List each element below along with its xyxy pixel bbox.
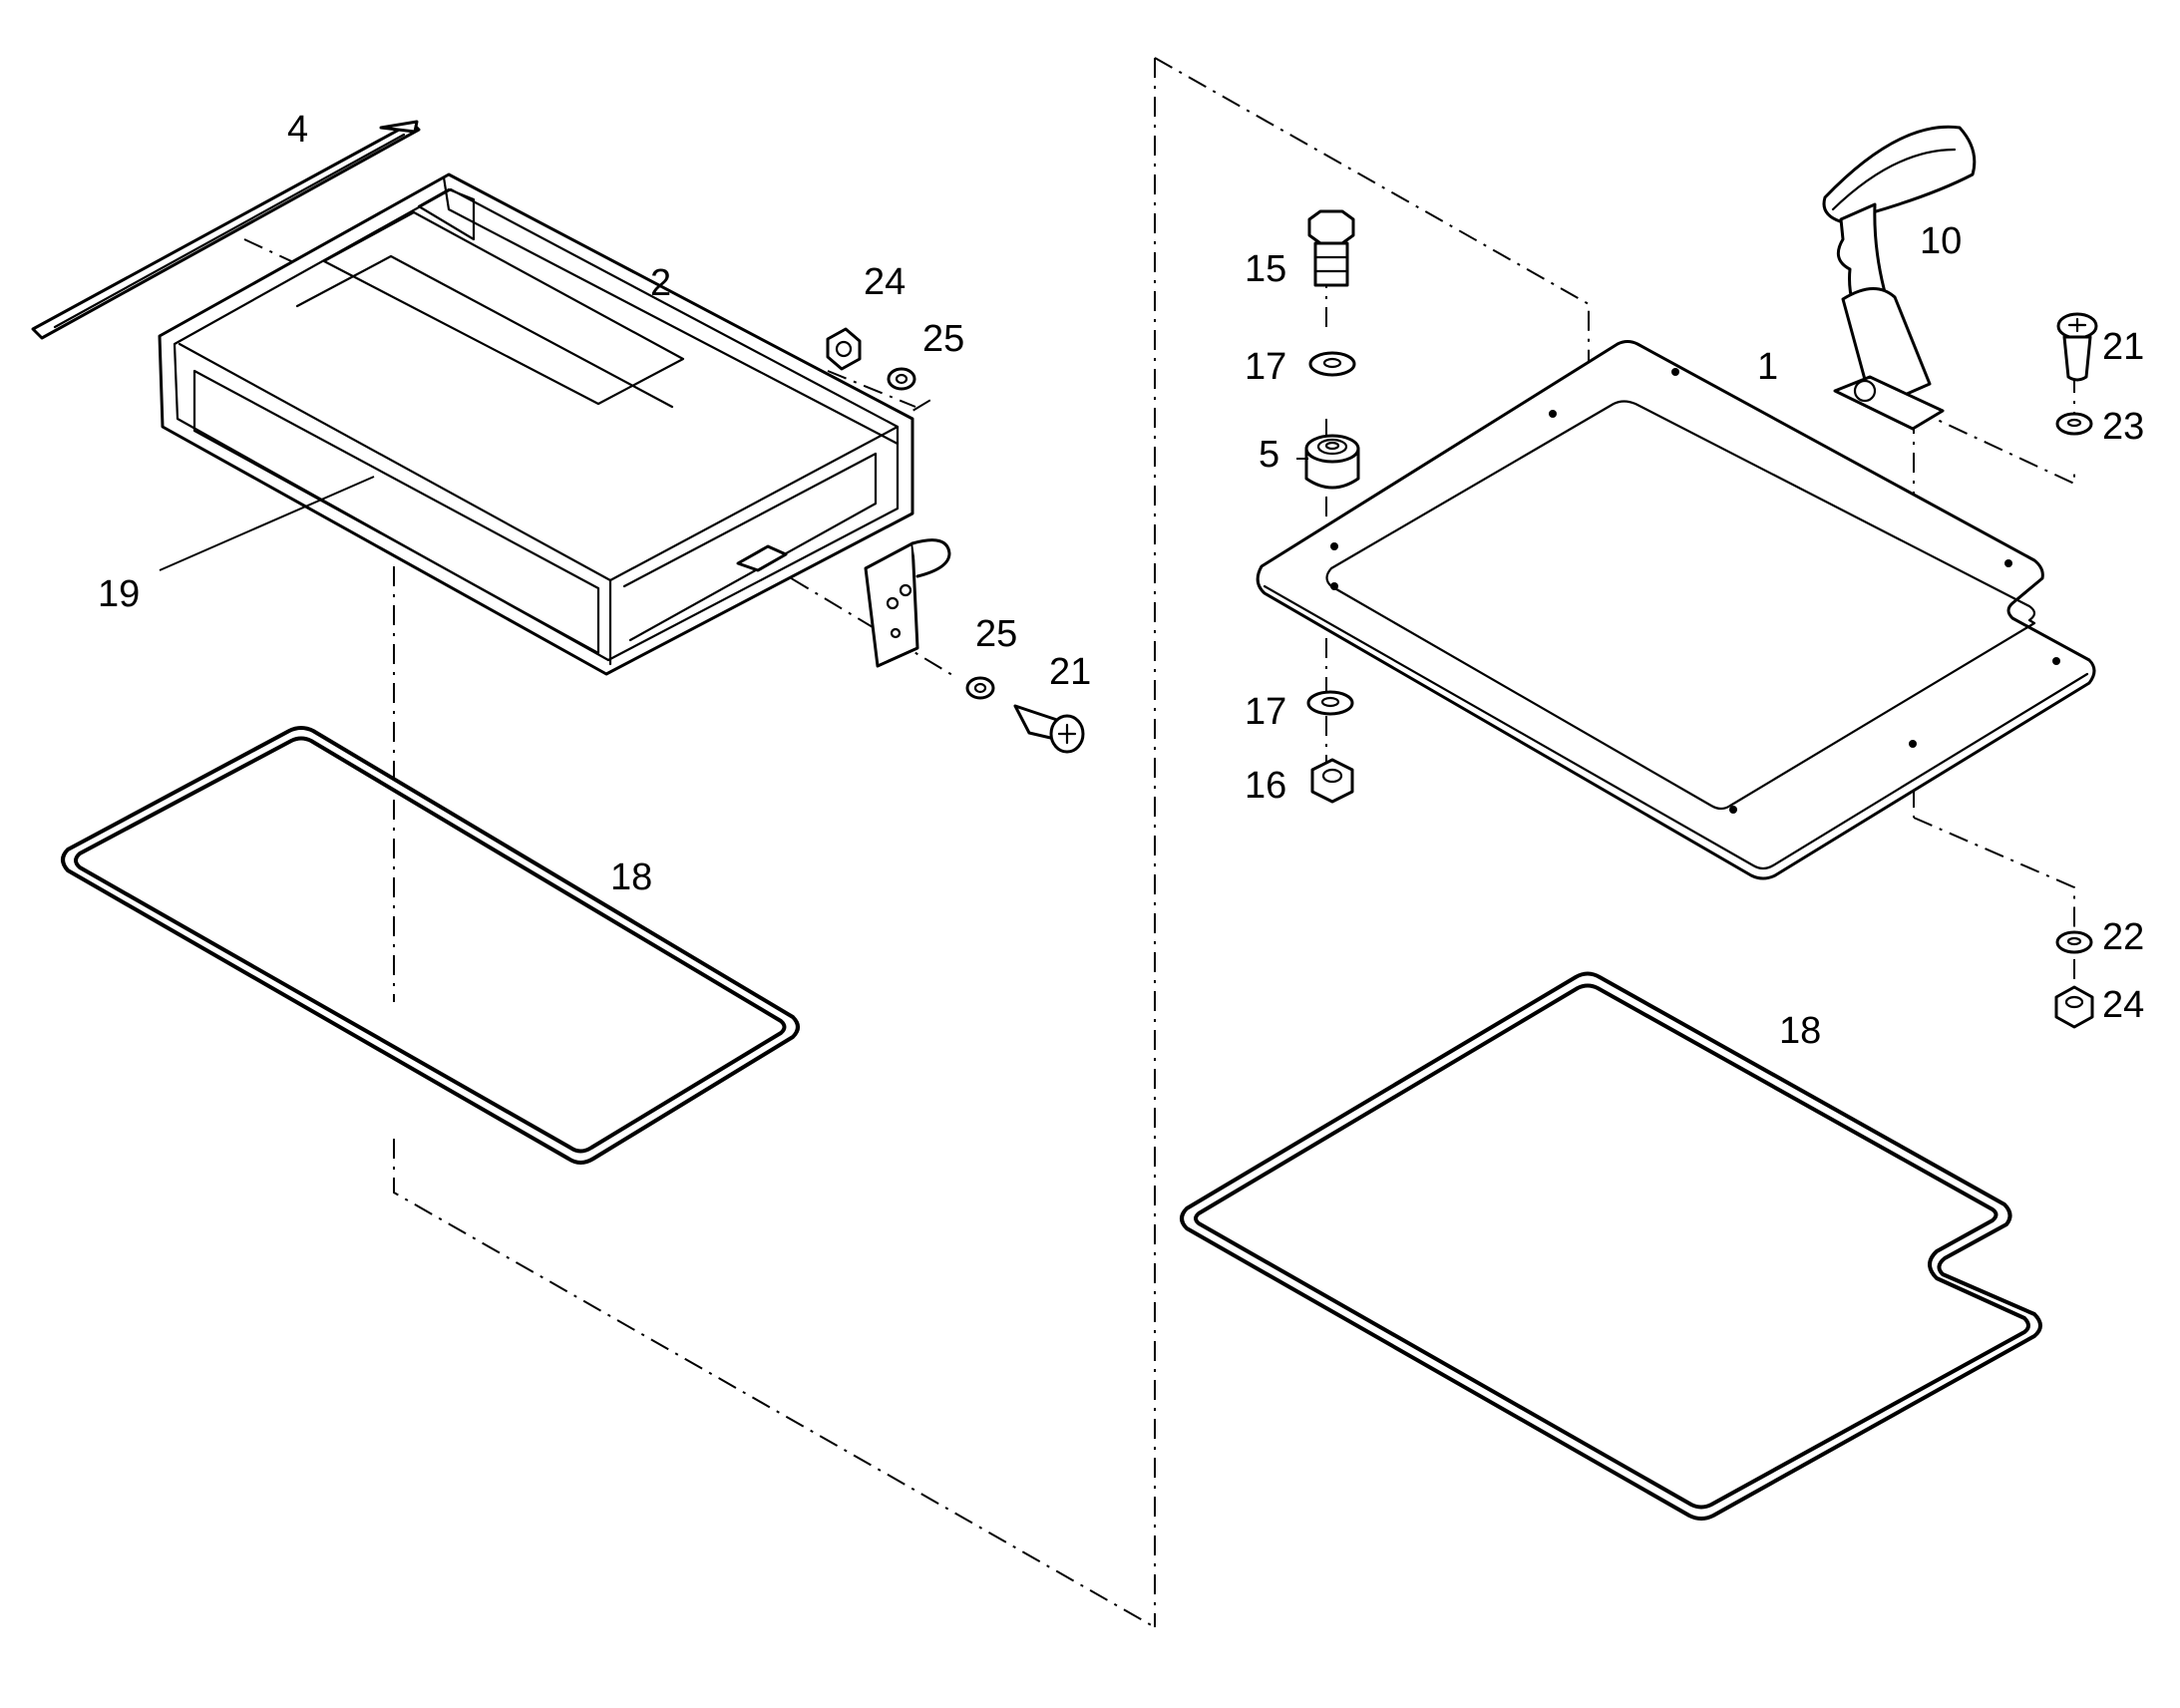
box-washer-25-lower xyxy=(965,676,995,700)
callout-4: 4 xyxy=(287,109,308,151)
lid-washer-17-lower xyxy=(1306,690,1354,716)
box-screw-21 xyxy=(1013,704,1085,754)
callout-24-box: 24 xyxy=(864,261,906,303)
callout-10: 10 xyxy=(1920,220,1962,262)
callout-21-lid: 21 xyxy=(2102,326,2144,368)
callout-25-upper: 25 xyxy=(922,318,964,360)
callout-18-box: 18 xyxy=(610,856,652,898)
lid-gasket xyxy=(1180,971,2042,1521)
callout-19: 19 xyxy=(98,573,140,615)
lid-nut-16 xyxy=(1310,758,1354,804)
lid-screw-21 xyxy=(2056,312,2098,382)
lid-plate xyxy=(1256,340,2096,880)
callout-25-lower: 25 xyxy=(975,613,1017,655)
lid-handle-10 xyxy=(1822,125,1977,431)
callout-24-lid: 24 xyxy=(2102,984,2144,1026)
callout-22: 22 xyxy=(2102,916,2144,958)
callout-1: 1 xyxy=(1757,346,1778,388)
box-nut-24 xyxy=(826,327,862,371)
lid-nut-24 xyxy=(2054,985,2094,1029)
lid-bolt-15 xyxy=(1307,209,1355,287)
lid-washer-22 xyxy=(2055,930,2093,954)
callout-5: 5 xyxy=(1259,434,1279,476)
callout-2: 2 xyxy=(650,262,671,304)
tool-box-frame xyxy=(158,172,914,676)
leader-lines xyxy=(159,458,1308,571)
callout-17-upper: 17 xyxy=(1245,346,1286,388)
latch-bracket xyxy=(864,538,951,668)
lid-washer-23 xyxy=(2055,412,2093,436)
lid-bushing-5 xyxy=(1304,434,1360,490)
lid-washer-17-upper xyxy=(1308,351,1356,377)
frame-strip xyxy=(31,120,421,340)
box-washer-25-upper xyxy=(887,367,916,391)
callout-23: 23 xyxy=(2102,406,2144,448)
callout-17-lower: 17 xyxy=(1245,691,1286,733)
callout-21-box: 21 xyxy=(1049,651,1091,693)
box-gasket xyxy=(61,726,800,1165)
callout-16: 16 xyxy=(1245,765,1286,807)
callout-18-lid: 18 xyxy=(1779,1010,1821,1052)
callout-labels: 4 2 24 25 19 25 21 18 15 17 5 17 16 1 10… xyxy=(98,109,2144,1052)
callout-15: 15 xyxy=(1245,248,1286,290)
